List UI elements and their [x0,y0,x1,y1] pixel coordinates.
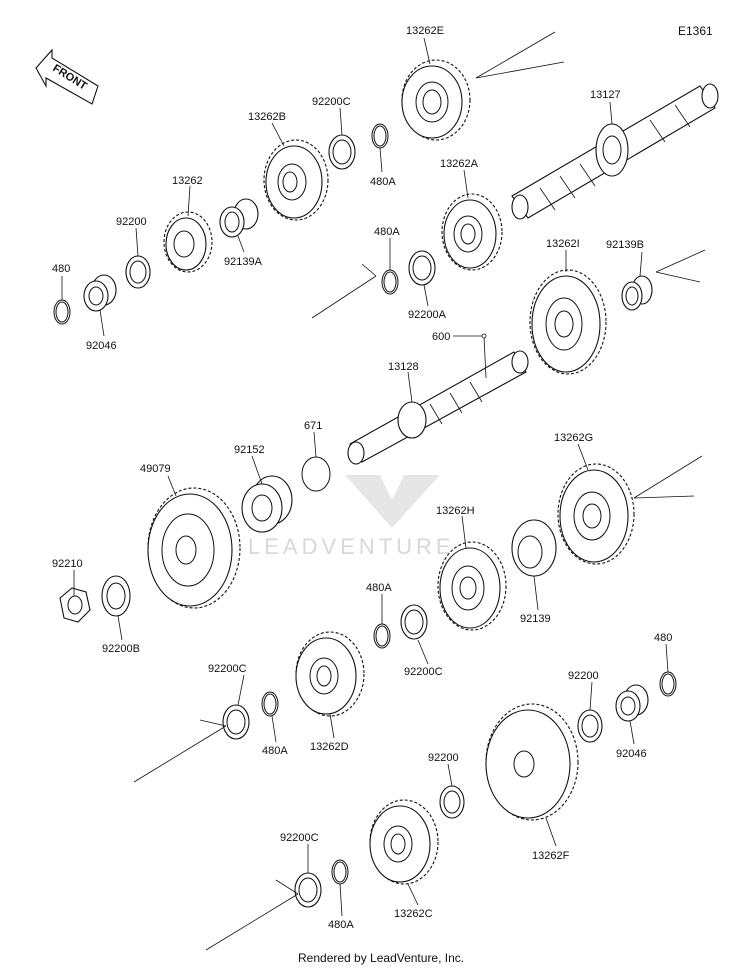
front-arrow-icon: FRONT [35,48,99,105]
label-92200-f[interactable]: 92200 [428,752,459,764]
assembly-guide-lines [133,31,706,951]
label-480a-c[interactable]: 480A [366,582,392,594]
label-671[interactable]: 671 [304,420,322,432]
bearing-92139a[interactable] [219,198,259,238]
oring-671[interactable] [301,456,331,492]
footer-credit: Rendered by LeadVenture, Inc. [298,951,464,965]
gear-13262h[interactable] [437,541,507,631]
sprocket-49079[interactable] [147,487,241,609]
washer-92200c-d[interactable] [222,704,250,740]
gear-13262b[interactable] [263,139,329,221]
label-13262i[interactable]: 13262I [546,238,580,250]
label-92200a[interactable]: 92200A [408,309,447,321]
label-92139a[interactable]: 92139A [224,256,263,268]
bushing-92139[interactable] [511,519,557,577]
washer-92200c-top[interactable] [328,134,356,170]
label-92200b[interactable]: 92200B [102,643,140,655]
label-92152[interactable]: 92152 [234,444,265,456]
label-92210[interactable]: 92210 [52,558,83,570]
watermark-logo: LEADVENTURE [248,475,455,559]
label-92200c-c[interactable]: 92200C [404,666,443,678]
gear-13262a[interactable] [441,193,503,271]
part-labels: 13262E 13127 92200C 13262B 480A 13262A 1… [52,25,672,931]
label-480-left[interactable]: 480 [52,263,70,275]
washer-92200c-c[interactable] [400,604,428,640]
label-13262[interactable]: 13262 [172,175,203,187]
gear-13262i[interactable] [529,269,607,375]
label-480-right[interactable]: 480 [654,632,672,644]
bushing-92139b[interactable] [621,275,653,311]
shaft-13128[interactable] [347,350,529,465]
label-480a-mid[interactable]: 480A [374,226,400,238]
gear-13262[interactable] [163,211,213,273]
label-13262e[interactable]: 13262E [406,25,444,37]
circlip-480-left[interactable] [53,299,71,325]
label-480a-top[interactable]: 480A [370,176,396,188]
diagram-code: E1361 [678,24,713,38]
gear-13262c[interactable] [369,799,439,885]
label-480a-bottom[interactable]: 480A [328,919,354,931]
label-92200c-top[interactable]: 92200C [312,96,351,108]
bearing-92046-left[interactable] [83,274,117,312]
gear-13262d[interactable] [295,631,365,717]
washer-92200b[interactable] [101,575,131,617]
label-92200-left[interactable]: 92200 [116,216,147,228]
label-13262a[interactable]: 13262A [440,158,479,170]
gear-13262g[interactable] [557,463,635,565]
circlip-480a-d[interactable] [261,691,279,717]
label-92200c-bottom[interactable]: 92200C [280,832,319,844]
circlip-480a-bottom[interactable] [331,859,349,885]
washer-92200a[interactable] [408,250,436,286]
circlip-480a-c[interactable] [373,623,391,649]
label-92046-left[interactable]: 92046 [86,340,117,352]
label-13262g[interactable]: 13262G [554,432,593,444]
collar-92152[interactable] [241,475,293,533]
label-49079[interactable]: 49079 [140,463,171,475]
leader-dot-600 [481,333,487,339]
leader-lines [61,37,669,917]
gear-13262e[interactable] [401,59,471,141]
washer-92200c-bottom[interactable] [294,872,322,908]
label-92139[interactable]: 92139 [520,613,551,625]
label-13262d[interactable]: 13262D [310,741,349,753]
washer-92200-left[interactable] [125,255,151,289]
circlip-480-right[interactable] [659,671,677,697]
washer-92200-f[interactable] [439,785,465,819]
shaft-13127[interactable] [511,83,719,220]
label-92200c-d[interactable]: 92200C [208,663,247,675]
label-480a-d[interactable]: 480A [262,745,288,757]
circlip-480a-top[interactable] [371,123,389,149]
label-600[interactable]: 600 [432,331,450,343]
bearing-92046-right[interactable] [615,684,649,722]
label-13127[interactable]: 13127 [590,89,621,101]
label-92046-right[interactable]: 92046 [616,748,647,760]
label-13262f[interactable]: 13262F [532,850,570,862]
circlip-480a-mid[interactable] [381,269,399,295]
nut-92210[interactable] [59,587,91,623]
label-92139b[interactable]: 92139B [606,239,644,251]
watermark-text: LEADVENTURE [248,534,455,559]
washer-92200-right[interactable] [577,709,603,743]
label-13262h[interactable]: 13262H [436,505,475,517]
label-13262b[interactable]: 13262B [248,111,286,123]
label-13262c[interactable]: 13262C [394,908,433,920]
label-92200-right[interactable]: 92200 [568,670,599,682]
gear-13262f[interactable] [485,703,579,821]
label-13128[interactable]: 13128 [388,361,419,373]
